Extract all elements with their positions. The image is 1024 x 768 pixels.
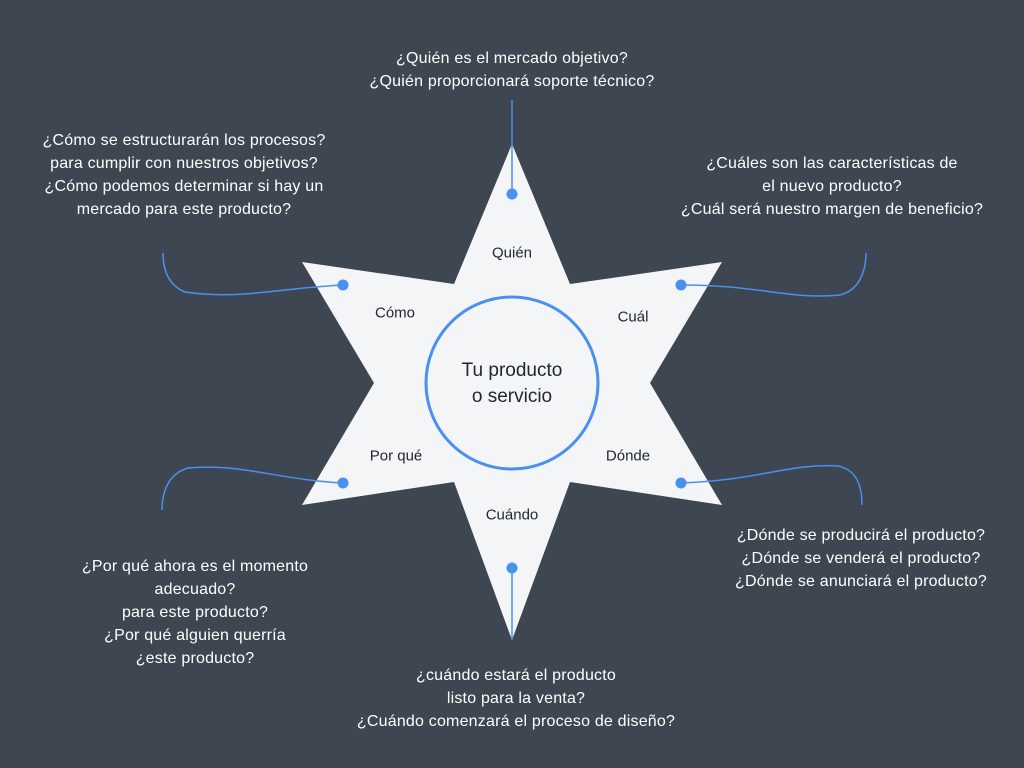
star-shape xyxy=(302,144,722,640)
point-label-porque: Por qué xyxy=(369,447,423,465)
point-label-donde: Dónde xyxy=(605,447,651,465)
question-line: ¿Quién proporcionará soporte técnico? xyxy=(369,73,655,90)
dot-cuando xyxy=(506,562,518,574)
question-line: ¿Por qué alguien querría xyxy=(104,627,286,644)
point-label-quien: Quién xyxy=(491,244,533,262)
questions-cuando: ¿cuándo estará el producto listo para la… xyxy=(316,664,716,733)
dot-cual xyxy=(675,279,687,291)
questions-donde: ¿Dónde se producirá el producto? ¿Dónde … xyxy=(706,524,1016,593)
center-label: Tu producto o servicio xyxy=(424,296,600,472)
questions-cual: ¿Cuáles son las características de el nu… xyxy=(656,152,1008,221)
center-line-1: Tu producto xyxy=(461,360,563,381)
connector-porque xyxy=(161,466,344,511)
question-line: el nuevo producto? xyxy=(762,178,902,195)
point-label-cuando: Cuándo xyxy=(485,506,539,524)
connector-cual xyxy=(680,252,867,297)
question-line: adecuado? xyxy=(154,581,236,598)
point-label-cual: Cuál xyxy=(617,308,649,326)
center-line-2: o servicio xyxy=(471,386,553,407)
dot-quien xyxy=(506,188,518,200)
questions-como: ¿Cómo se estructurarán los procesos? par… xyxy=(8,129,360,221)
question-line: ¿Por qué ahora es el momento xyxy=(81,558,309,575)
center-circle xyxy=(424,295,600,471)
question-line: para este producto? xyxy=(121,604,269,621)
question-line: para cumplir con nuestros objetivos? xyxy=(50,155,318,172)
question-line: ¿este producto? xyxy=(135,650,255,667)
question-line: ¿Cuál será nuestro margen de beneficio? xyxy=(680,201,984,218)
dot-como xyxy=(337,279,349,291)
question-line: ¿Cómo podemos determinar si hay un xyxy=(44,178,324,195)
question-line: listo para la venta? xyxy=(446,690,586,707)
question-line: ¿Dónde se anunciará el producto? xyxy=(735,573,987,590)
question-line: ¿Cómo se estructurarán los procesos? xyxy=(42,132,326,149)
question-line: ¿Dónde se venderá el producto? xyxy=(741,550,981,567)
question-line: ¿Cuáles son las características de xyxy=(706,155,958,172)
point-label-como: Cómo xyxy=(374,304,416,322)
question-line: mercado para este producto? xyxy=(76,201,292,218)
questions-porque: ¿Por qué ahora es el momento adecuado? p… xyxy=(32,555,358,670)
dot-porque xyxy=(337,477,349,489)
question-line: ¿Dónde se producirá el producto? xyxy=(736,527,986,544)
connector-como xyxy=(162,252,344,296)
question-line: ¿Cuándo comenzará el proceso de diseño? xyxy=(356,713,676,730)
questions-quien: ¿Quién es el mercado objetivo? ¿Quién pr… xyxy=(312,47,712,93)
question-line: ¿Quién es el mercado objetivo? xyxy=(396,50,628,67)
dot-donde xyxy=(675,477,687,489)
question-line: ¿cuándo estará el producto xyxy=(416,667,616,684)
connector-donde xyxy=(680,464,863,506)
